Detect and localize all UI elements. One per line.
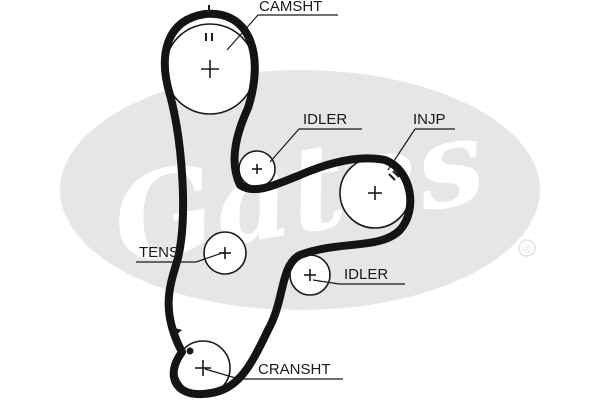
- timing-belt: [160, 9, 415, 399]
- registered-mark-circle: [518, 239, 536, 257]
- idler-lower-pulley: [289, 254, 331, 296]
- crankshaft-leader: [204, 368, 343, 380]
- idler-upper-pulley: [238, 150, 276, 188]
- injection-pump-leader: [387, 128, 455, 171]
- crankshaft-timing-dot: [186, 347, 194, 355]
- injection-pump-pulley: [339, 157, 411, 229]
- tensioner-pulley: [203, 231, 247, 275]
- label-idler-lower: IDLER: [344, 266, 388, 283]
- tensioner-leader: [136, 251, 226, 263]
- label-crankshaft: CRANSHT: [258, 361, 331, 378]
- label-camshaft: CAMSHT: [259, 0, 322, 15]
- camshaft-leader: [226, 14, 338, 51]
- label-tensioner: TENS: [139, 244, 179, 261]
- idler-upper-leader: [269, 128, 362, 163]
- label-idler-upper: IDLER: [303, 111, 347, 128]
- label-injection-pump: INJP: [413, 111, 446, 128]
- camshaft-pulley: [164, 23, 256, 115]
- watermark-registered: ®: [523, 244, 531, 256]
- injection-pump-timing-mark: [388, 173, 396, 181]
- idler-lower-leader: [312, 279, 405, 285]
- rotation-direction-arrow: [172, 327, 182, 336]
